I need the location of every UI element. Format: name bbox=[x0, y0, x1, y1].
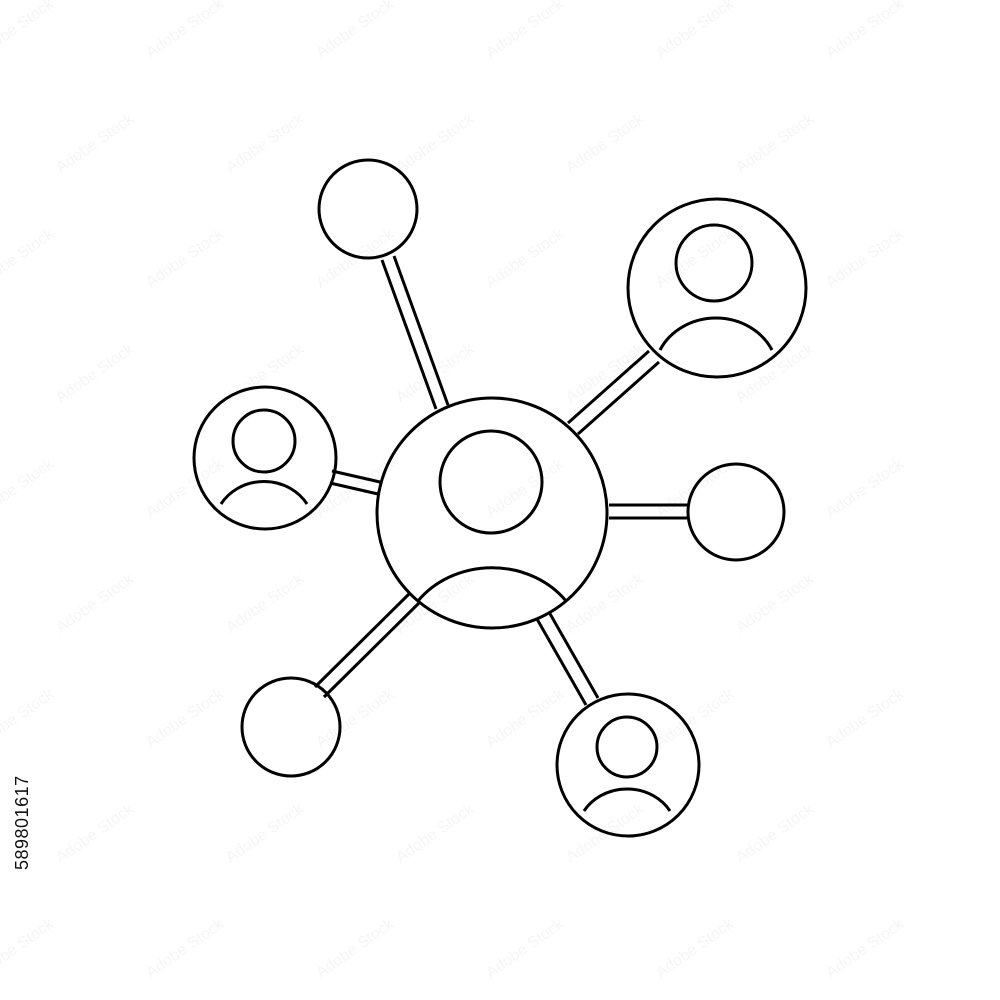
user-node-top-right bbox=[626, 197, 808, 379]
center-user-node bbox=[375, 396, 609, 630]
user-body-icon bbox=[219, 479, 309, 505]
stock-id-label: 589801617 bbox=[12, 775, 32, 870]
empty-node-bottom-left bbox=[240, 676, 342, 778]
empty-node-top bbox=[317, 158, 419, 260]
connector-bottom-left bbox=[313, 591, 421, 699]
connector-bottom-right bbox=[535, 611, 600, 706]
connector-top-right bbox=[567, 349, 660, 436]
user-node-left bbox=[192, 385, 338, 531]
user-body-icon bbox=[582, 787, 672, 812]
center-user-body bbox=[416, 566, 568, 602]
connector-left bbox=[329, 469, 381, 496]
empty-node-right bbox=[686, 462, 786, 562]
user-head-icon bbox=[674, 223, 754, 303]
user-body-icon bbox=[658, 316, 774, 351]
connector-right bbox=[609, 503, 688, 520]
center-user-head bbox=[438, 429, 544, 535]
user-node-bottom-right bbox=[555, 692, 701, 838]
user-head-icon bbox=[595, 715, 659, 779]
user-head-icon bbox=[231, 408, 297, 474]
connector-top bbox=[380, 255, 450, 410]
